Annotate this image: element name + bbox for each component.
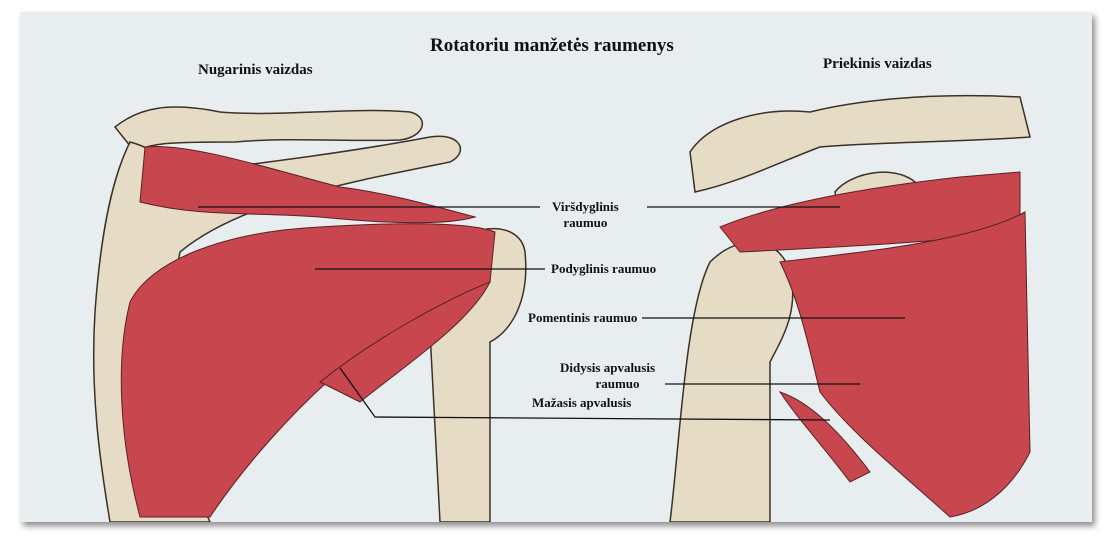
label-line: Viršdyglinis — [552, 199, 619, 214]
label-subscapularis: Pomentinis raumuo — [528, 310, 638, 325]
posterior-view-label: Nugarinis vaizdas — [198, 62, 313, 78]
shoulder-illustration — [92, 94, 1031, 522]
anterior-muscles — [719, 171, 1031, 518]
leader-lines — [198, 206, 905, 421]
diagram-title: Rotatoriu manžetės raumenys — [430, 35, 674, 56]
label-line: raumuo — [595, 376, 640, 391]
label-teres-minor: Mažasis apvalusis — [532, 395, 632, 410]
anterior-view-label: Priekinis vaizdas — [823, 56, 932, 72]
label-line: Didysis apvalusis — [560, 360, 656, 375]
posterior-muscles — [120, 145, 496, 518]
label-teres-major: Didysis apvalusis raumuo — [560, 360, 655, 392]
label-infraspinatus: Podyglinis raumuo — [551, 261, 657, 276]
label-line: raumuo — [563, 215, 608, 230]
diagram-panel: Rotatoriu manžetės raumenys Nugarinis va… — [20, 12, 1092, 522]
label-supraspinatus: Viršdyglinis raumuo — [552, 199, 619, 231]
